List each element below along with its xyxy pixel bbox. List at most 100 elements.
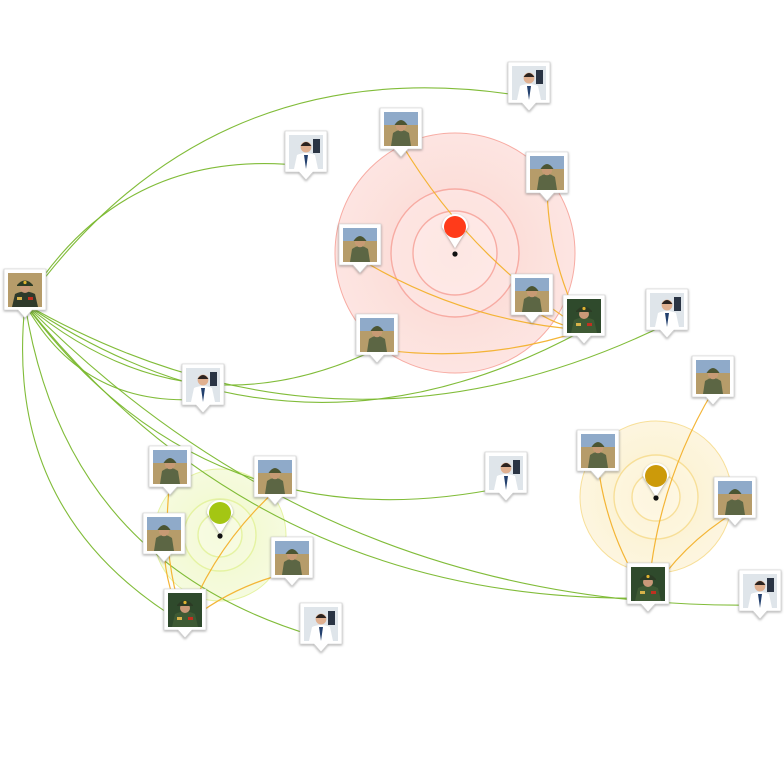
insignia — [640, 591, 645, 594]
uniform — [160, 468, 180, 484]
soldier-portrait-icon — [530, 156, 564, 190]
cap-badge — [582, 306, 586, 311]
soldier-portrait-icon — [515, 278, 549, 312]
uniform — [367, 336, 387, 352]
monitor — [313, 139, 320, 153]
uniform — [703, 378, 723, 394]
helmet — [525, 286, 539, 291]
helmet — [353, 236, 367, 241]
monitor — [674, 297, 681, 311]
node-soldier-red-4[interactable] — [510, 273, 554, 324]
tie — [319, 627, 323, 641]
soldier-portrait-icon — [384, 112, 418, 146]
sky — [343, 228, 377, 241]
node-soldier-lime-3[interactable] — [142, 512, 186, 563]
insignia — [651, 591, 656, 594]
doctor-portrait-icon — [289, 135, 323, 169]
node-doctor-top[interactable] — [507, 61, 551, 112]
soldier-portrait-icon — [718, 481, 752, 515]
officer-portrait-icon — [631, 567, 665, 601]
insignia — [188, 617, 193, 620]
node-general-left[interactable] — [3, 268, 47, 319]
link-general-left-to-officer-gold — [24, 303, 649, 599]
uniform — [537, 174, 557, 190]
hub-dot — [209, 502, 231, 524]
general-portrait-icon — [8, 273, 42, 307]
node-doctor-bottom[interactable] — [299, 602, 343, 653]
soldier-portrait-icon — [275, 541, 309, 575]
node-officer-red[interactable] — [562, 294, 606, 345]
monitor — [513, 460, 520, 474]
sky — [153, 450, 187, 463]
tie — [527, 86, 531, 100]
uniform — [588, 452, 608, 468]
doctor-portrait-icon — [512, 66, 546, 100]
doctor-portrait-icon — [650, 293, 684, 327]
hub-markers-layer — [207, 214, 669, 539]
cap-badge — [646, 574, 650, 579]
dress-uniform — [12, 291, 38, 307]
sky — [275, 541, 309, 554]
sky — [696, 360, 730, 373]
soldier-portrait-icon — [343, 228, 377, 262]
hub-center-point — [452, 251, 458, 257]
helmet — [540, 164, 554, 169]
node-doctor-far-right[interactable] — [738, 569, 782, 620]
sky — [515, 278, 549, 291]
sky — [384, 112, 418, 125]
node-soldier-red-3[interactable] — [338, 223, 382, 274]
hair — [523, 73, 535, 77]
sky — [147, 517, 181, 530]
helmet — [370, 326, 384, 331]
tie — [201, 388, 205, 402]
uniform — [282, 559, 302, 575]
helmet — [285, 549, 299, 554]
doctor-portrait-icon — [304, 607, 338, 641]
node-doctor-upper[interactable] — [284, 130, 328, 181]
hub-marker-red[interactable] — [442, 214, 468, 257]
helmet — [591, 442, 605, 447]
hub-dot — [645, 465, 667, 487]
soldier-portrait-icon — [258, 460, 292, 494]
helmet — [157, 525, 171, 530]
monitor — [767, 578, 774, 592]
hair — [315, 614, 327, 618]
hair — [661, 300, 673, 304]
node-soldier-gold-1[interactable] — [576, 429, 620, 480]
node-soldier-gold-2[interactable] — [691, 355, 735, 406]
hub-center-point — [217, 533, 223, 539]
sky — [530, 156, 564, 169]
node-doctor-center[interactable] — [484, 451, 528, 502]
node-soldier-red-5[interactable] — [355, 313, 399, 364]
soldier-portrait-icon — [360, 318, 394, 352]
uniform — [391, 130, 411, 146]
insignia — [17, 297, 22, 300]
node-soldier-gold-3[interactable] — [713, 476, 757, 527]
sky — [360, 318, 394, 331]
hub-marker-gold[interactable] — [643, 463, 669, 501]
node-soldier-lime-4[interactable] — [270, 536, 314, 587]
monitor — [210, 372, 217, 386]
insignia — [177, 617, 182, 620]
hub-dot — [444, 216, 466, 238]
uniform — [265, 478, 285, 494]
dress-uniform — [635, 585, 661, 601]
sky — [258, 460, 292, 473]
node-soldier-lime-1[interactable] — [148, 445, 192, 496]
node-soldier-lime-2[interactable] — [253, 455, 297, 506]
hair — [197, 375, 209, 379]
insignia — [28, 297, 33, 300]
doctor-portrait-icon — [489, 456, 523, 490]
node-soldier-red-1[interactable] — [379, 107, 423, 158]
hub-marker-lime[interactable] — [207, 500, 233, 539]
dress-uniform — [172, 611, 198, 627]
node-doctor-right[interactable] — [645, 288, 689, 339]
link-soldier-red-5-to-officer-red — [376, 329, 585, 355]
helmet — [163, 458, 177, 463]
node-doctor-mid-left[interactable] — [181, 363, 225, 414]
node-soldier-red-2[interactable] — [525, 151, 569, 202]
node-officer-gold[interactable] — [626, 562, 670, 613]
node-officer-lime[interactable] — [163, 588, 207, 639]
link-general-left-to-officer-red — [24, 303, 585, 403]
